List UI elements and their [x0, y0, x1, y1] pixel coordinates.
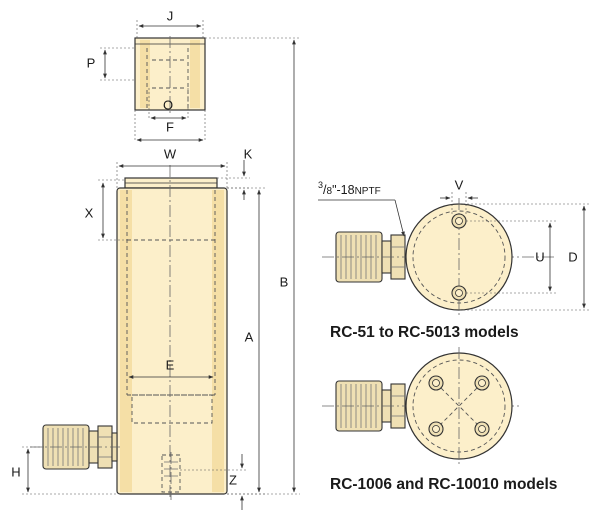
dim-x-label: X — [85, 205, 94, 220]
cylinder-shade-right — [212, 190, 224, 492]
dim-o-label: O — [163, 97, 173, 112]
caption-rc51: RC-51 to RC-5013 models — [330, 324, 519, 341]
dim-z-label: Z — [229, 472, 237, 487]
dim-w-label: W — [164, 146, 177, 161]
dim-f-label: F — [166, 119, 174, 134]
dim-v-label: V — [455, 177, 464, 192]
saddle-detail-view: J P O F — [87, 8, 206, 142]
dim-k-label: K — [244, 146, 253, 161]
top-view-rc51: 3/8"-18NPTF V U D RC-51 to RC-5013 model… — [318, 177, 590, 341]
port-thread-label: 3/8"-18NPTF — [318, 180, 381, 197]
cylinder-shade-left — [120, 190, 132, 492]
port-leader-arrow — [394, 199, 405, 237]
bolt-pattern-diagonal-2 — [435, 382, 483, 430]
dim-a-label: A — [245, 329, 254, 344]
dim-b-label: B — [280, 274, 289, 289]
saddle-shade — [140, 40, 150, 108]
dim-h-label: H — [11, 464, 20, 479]
dim-d-label: D — [568, 249, 577, 264]
saddle-shade-right — [190, 40, 200, 108]
dim-e-label: E — [166, 357, 175, 372]
caption-rc1006: RC-1006 and RC-10010 models — [330, 476, 557, 493]
cylinder-body — [116, 187, 228, 495]
dim-j-label: J — [167, 8, 174, 23]
cylinder-side-view: W K X A B E H Z — [11, 37, 300, 510]
top-view-rc1006: RC-1006 and RC-10010 models — [322, 347, 557, 493]
bolt-pattern-diagonal — [435, 382, 483, 430]
cylinder-hidden-piston — [131, 394, 213, 424]
dim-p-label: P — [87, 55, 96, 70]
dim-u-label: U — [535, 249, 544, 264]
side-coupler — [30, 424, 120, 470]
